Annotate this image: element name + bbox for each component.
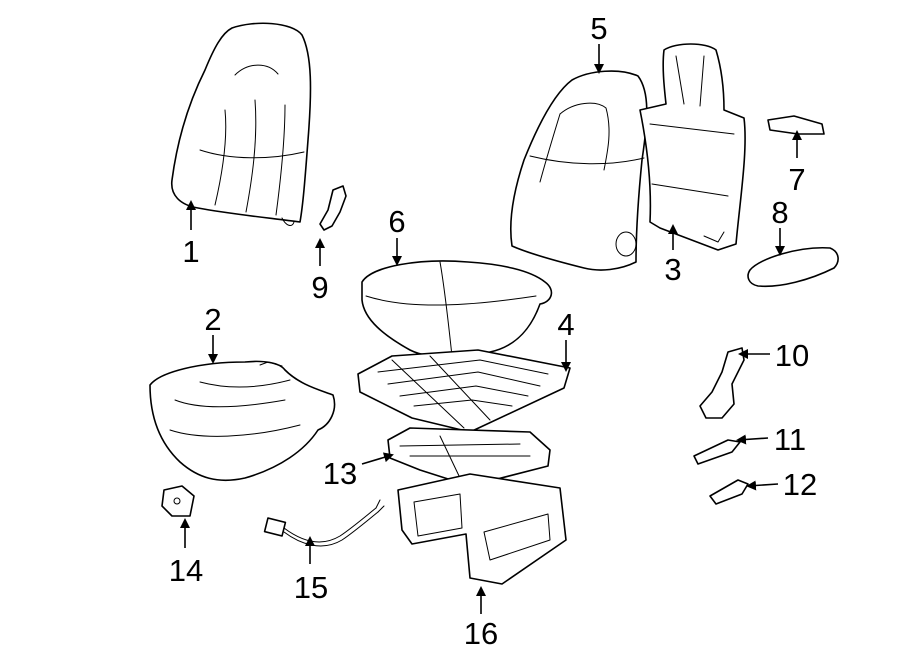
callout-10: 10 bbox=[775, 338, 809, 373]
lever-trim bbox=[709, 479, 749, 505]
callout-13: 13 bbox=[323, 456, 357, 491]
recliner-bracket bbox=[319, 185, 347, 231]
callout-2: 2 bbox=[204, 302, 221, 337]
callout-9: 9 bbox=[311, 270, 328, 305]
seat-cushion-pad bbox=[361, 260, 553, 358]
seat-track bbox=[387, 427, 551, 487]
callout-16: 16 bbox=[464, 616, 498, 651]
callout-1: 1 bbox=[182, 234, 199, 269]
callout-15: 15 bbox=[294, 570, 328, 605]
seat-back-cover bbox=[171, 22, 312, 226]
leader-11 bbox=[736, 434, 769, 445]
switch-trim bbox=[161, 485, 195, 517]
callout-11: 11 bbox=[774, 422, 806, 457]
callout-7: 7 bbox=[788, 162, 805, 197]
callout-3: 3 bbox=[664, 252, 681, 287]
leader-13 bbox=[361, 452, 394, 465]
handle-bezel bbox=[767, 115, 825, 135]
seat-back-pad bbox=[509, 70, 648, 271]
seat-riser bbox=[397, 473, 567, 585]
callout-6: 6 bbox=[388, 204, 405, 239]
seat-cushion-cover bbox=[149, 360, 336, 482]
callout-8: 8 bbox=[771, 195, 788, 230]
seat-back-frame bbox=[639, 43, 746, 251]
armrest bbox=[747, 247, 839, 288]
callout-4: 4 bbox=[557, 307, 574, 342]
recliner-handle bbox=[699, 347, 745, 419]
callout-labels: 1 2 3 4 5 6 7 8 9 10 11 12 13 14 15 16 bbox=[169, 11, 817, 651]
cushion-frame bbox=[357, 349, 571, 433]
callout-5: 5 bbox=[590, 11, 607, 46]
wiring-harness bbox=[263, 499, 385, 547]
leader-lines bbox=[180, 44, 802, 614]
callout-14: 14 bbox=[169, 553, 203, 588]
leader-12 bbox=[746, 480, 779, 491]
lever bbox=[693, 439, 741, 465]
callout-12: 12 bbox=[783, 467, 817, 502]
